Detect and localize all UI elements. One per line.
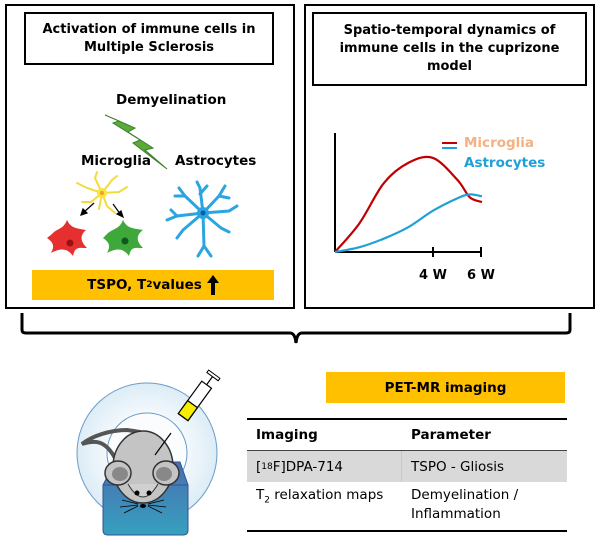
microglia-label: Microglia bbox=[81, 153, 152, 169]
cell-text: relaxation maps bbox=[269, 487, 384, 503]
x-tick-label: 4 W bbox=[419, 268, 447, 283]
table-header-row: Imaging Parameter bbox=[247, 418, 567, 451]
activated-microglia-green-icon bbox=[103, 220, 143, 256]
header-imaging: Imaging bbox=[256, 427, 318, 443]
table-row: T2 relaxation maps Demyelination / Infla… bbox=[247, 482, 567, 532]
cell-text: F]DPA-714 bbox=[272, 458, 344, 475]
x-tick-label: 6 W bbox=[467, 268, 495, 283]
cells-illustration bbox=[47, 114, 239, 258]
series-line-microglia bbox=[334, 155, 483, 253]
lightning-bolt-icon bbox=[104, 114, 168, 170]
cell-superscript: 18 bbox=[261, 461, 273, 472]
right-title-line3: model bbox=[426, 59, 473, 74]
cell-parameter: TSPO - Gliosis bbox=[411, 458, 505, 475]
left-panel-title: Activation of immune cells in Multiple S… bbox=[24, 12, 274, 65]
cell-text: T bbox=[256, 487, 265, 503]
cell-subscript: 2 bbox=[264, 495, 270, 506]
pet-mr-scanner-mouse-illustration bbox=[76, 369, 221, 536]
cell-parameter-line1: Demyelination / bbox=[411, 487, 519, 503]
legend-label-microglia: Microglia bbox=[464, 135, 534, 151]
right-panel: Spatio-temporal dynamics of immune cells… bbox=[304, 4, 595, 309]
astrocyte-icon bbox=[165, 180, 239, 258]
header-parameter: Parameter bbox=[411, 427, 491, 443]
activation-arrows bbox=[80, 202, 125, 219]
right-title-line1: Spatio-temporal dynamics of bbox=[343, 23, 556, 38]
cell-imaging: T2 relaxation maps bbox=[247, 486, 402, 530]
cell-parameter-line2: Inflammation bbox=[411, 506, 501, 522]
left-title-line1: Activation of immune cells in bbox=[42, 21, 256, 37]
tspo-bar-text: TSPO, T bbox=[87, 277, 147, 293]
cell-text: [ bbox=[256, 458, 262, 475]
series-line-astrocytes bbox=[334, 193, 483, 254]
tspo-bar-suffix: values bbox=[152, 277, 202, 293]
cell-parameter: Demyelination / Inflammation bbox=[402, 486, 567, 530]
activated-microglia-red-icon bbox=[47, 220, 87, 256]
left-title-line2: Multiple Sclerosis bbox=[83, 39, 215, 55]
demyelination-label: Demyelination bbox=[116, 92, 227, 108]
syringe-icon bbox=[154, 369, 221, 456]
left-panel: Activation of immune cells in Multiple S… bbox=[5, 4, 295, 309]
arrow-up-icon bbox=[206, 275, 219, 295]
pet-mr-imaging-bar: PET-MR imaging bbox=[326, 372, 565, 403]
legend-label-astrocytes: Astrocytes bbox=[464, 155, 545, 171]
right-title-line2: immune cells in the cuprizone bbox=[339, 41, 560, 56]
tspo-bar-subscript: 2 bbox=[146, 280, 153, 290]
astrocytes-label: Astrocytes bbox=[175, 153, 257, 169]
mouse-tail bbox=[80, 427, 142, 460]
right-panel-title: Spatio-temporal dynamics of immune cells… bbox=[312, 12, 587, 86]
grouping-bracket bbox=[20, 313, 572, 344]
mouse-whiskers bbox=[119, 499, 167, 514]
